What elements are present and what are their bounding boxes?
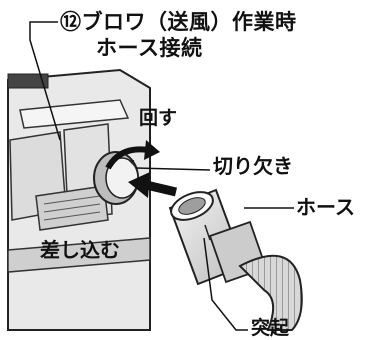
vacuum-body xyxy=(7,68,151,331)
title-leader xyxy=(29,21,61,141)
label-rotate: 回す xyxy=(139,107,178,129)
label-hose: ホース xyxy=(296,195,355,219)
insert-arrow xyxy=(128,172,178,198)
notch-leader xyxy=(135,167,211,171)
label-notch: 切り欠き xyxy=(213,154,293,178)
label-insert: 差し込む xyxy=(40,238,120,262)
hose xyxy=(168,188,303,331)
label-protrusion: 突起 xyxy=(251,317,290,339)
protrusion-leader xyxy=(203,237,248,331)
title-line-1: ⑫ブロワ（送風）作業時 xyxy=(60,10,297,34)
blower-port xyxy=(93,151,139,205)
rotate-arrow xyxy=(105,140,160,170)
title-line-2: ホース接続 xyxy=(96,36,203,60)
leader-lines xyxy=(29,21,294,331)
